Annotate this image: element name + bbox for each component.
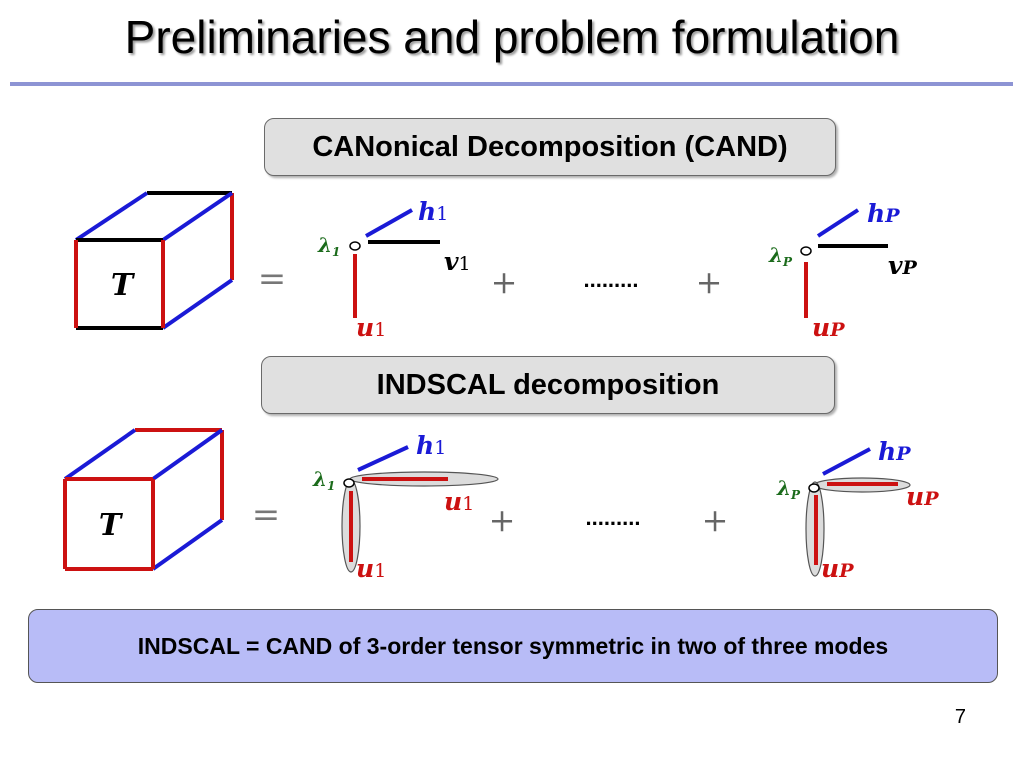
ellipsis: ......... [585,505,640,530]
h-symbol: h [878,437,896,466]
indscal-tensor-cube: T [63,428,224,571]
svg-text:u1: u1 [356,554,386,583]
h-symbol: h [418,197,436,226]
svg-text:v1: v1 [444,247,471,276]
u-index: 1 [462,493,474,515]
svg-text:hP: hP [878,437,911,466]
v-index: P [902,257,918,279]
svg-text:uP: uP [821,554,854,583]
lambda-index: 1 [327,479,335,493]
u-index: P [923,488,939,510]
h-index: 1 [434,437,446,459]
summary-text: INDSCAL = CAND of 3-order tensor symmetr… [137,632,889,659]
lambda-index: P [782,255,793,269]
tensor-symbol: T [111,268,136,303]
plus-sign: + [489,501,516,539]
svg-text:λ1: λ1 [317,233,340,259]
u-index: 1 [374,560,386,582]
lambda-symbol: λ [312,467,327,491]
u-index: P [838,560,854,582]
h-index: P [895,443,911,465]
slide-title: Preliminaries and problem formulation [124,11,900,63]
svg-text:hP: hP [867,199,900,228]
v-symbol: v [444,247,459,276]
h-index: 1 [436,203,448,225]
plus-sign: + [491,263,518,301]
equals-sign: = [252,495,281,535]
svg-text:uP: uP [906,482,939,511]
svg-text:λP: λP [776,476,801,502]
indscal-label-box: INDSCAL decomposition [261,356,835,414]
lambda-symbol: λ [776,476,791,500]
cand-term-last: λP hP vP uP [768,199,918,342]
svg-text:uP: uP [812,313,845,342]
u-symbol: u [906,482,924,511]
v-symbol: v [888,251,903,280]
h-index: P [884,205,900,227]
svg-text:λP: λP [768,243,793,269]
svg-text:λ1: λ1 [312,467,335,493]
plus-sign: + [696,263,723,301]
h-symbol: h [416,431,434,460]
u-symbol: u [812,313,830,342]
lambda-symbol: λ [768,243,783,267]
indscal-term-last: λP hP uP uP [776,437,939,583]
h-symbol: h [867,199,885,228]
title-underline [10,82,1013,86]
tensor-symbol: T [99,508,124,543]
lambda-symbol: λ [317,233,332,257]
summary-box: INDSCAL = CAND of 3-order tensor symmetr… [28,609,998,683]
page-number: 7 [954,706,966,728]
indscal-term-first: λ1 h1 u1 u1 [312,431,499,583]
indscal-label: INDSCAL decomposition [376,368,720,401]
cand-tensor-cube: T [74,191,234,330]
equals-sign: = [258,259,287,299]
cand-term-first: λ1 h1 v1 u1 [317,197,471,342]
svg-text:h1: h1 [418,197,448,226]
u-index: P [829,319,845,341]
svg-text:u1: u1 [356,313,386,342]
u-symbol: u [821,554,839,583]
svg-text:vP: vP [888,251,918,280]
u-symbol: u [356,313,374,342]
plus-sign: + [702,501,729,539]
cand-label: CANonical Decomposition (CAND) [312,130,788,163]
cand-label-box: CANonical Decomposition (CAND) [264,118,836,176]
u-symbol: u [356,554,374,583]
ellipsis: ......... [583,267,638,292]
u-symbol: u [444,487,462,516]
lambda-index: P [790,488,801,502]
svg-text:u1: u1 [444,487,474,516]
v-index: 1 [459,253,471,275]
lambda-index: 1 [332,245,340,259]
svg-text:h1: h1 [416,431,446,460]
u-index: 1 [374,319,386,341]
